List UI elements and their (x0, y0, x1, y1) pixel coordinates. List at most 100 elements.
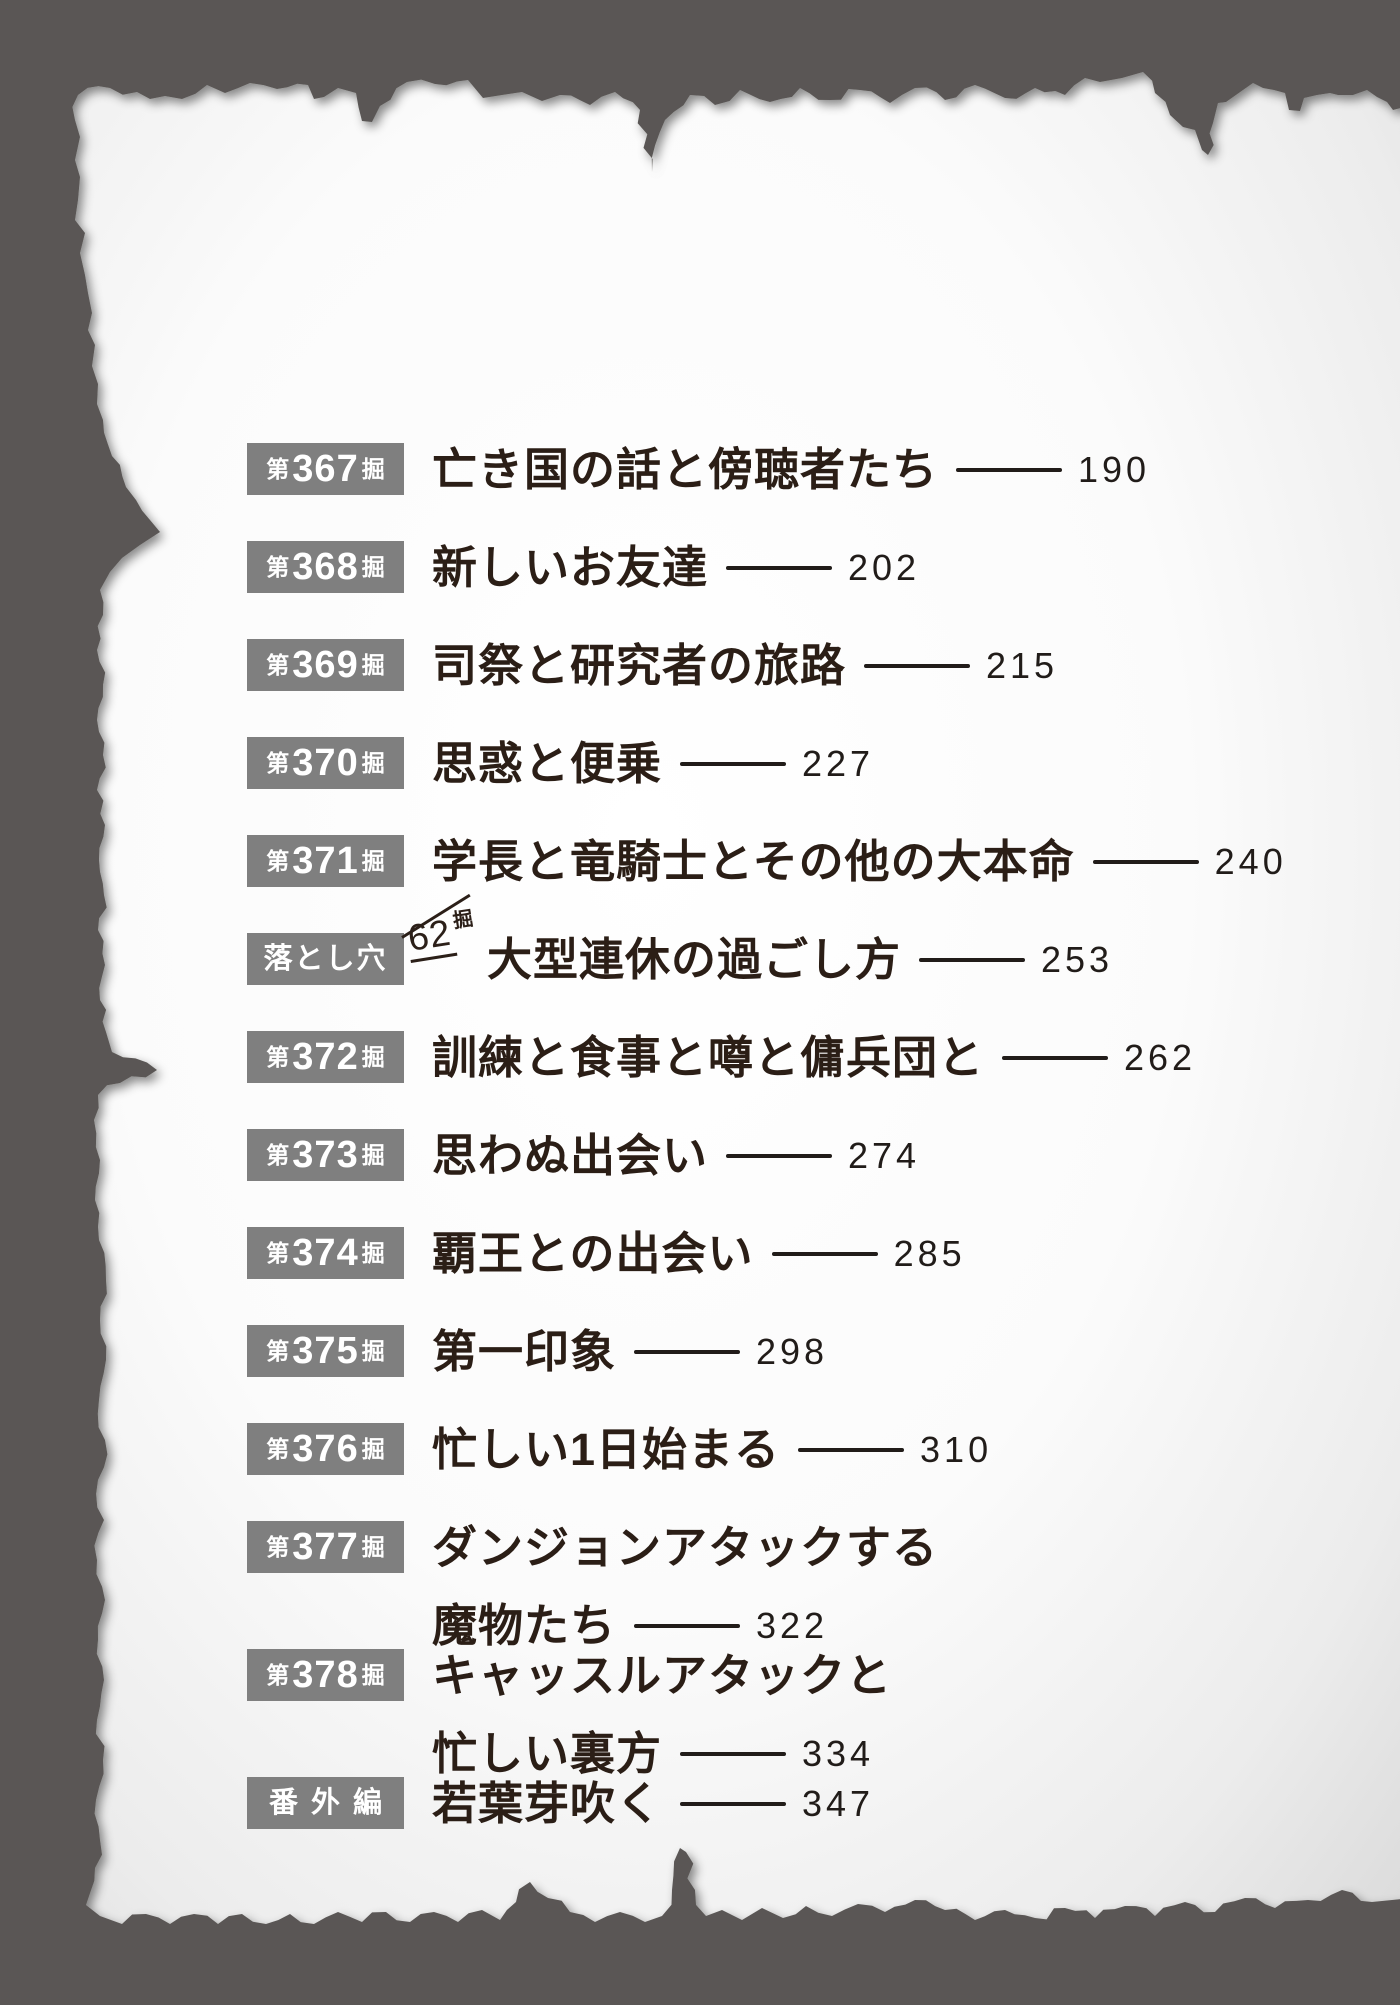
leader-line (680, 762, 787, 766)
badge-prefix: 第 (266, 1661, 290, 1688)
chapter-badge: 第 378 掘 (247, 1649, 404, 1701)
page-number: 347 (802, 1783, 875, 1824)
title-block: ダンジョンアタックする魔物たち 322 (432, 1521, 938, 1651)
chapter-badge: 第 374 掘 (247, 1227, 404, 1279)
toc-entry-376[interactable]: 第 376 掘 忙しい1日始まる 310 (0, 1423, 1400, 1475)
badge-suffix: 掘 (361, 1141, 385, 1168)
chapter-badge: 第 377 掘 (247, 1521, 404, 1573)
pitfall-count: 62掘 (404, 907, 478, 963)
leader-line (919, 958, 1026, 962)
title-block: 忙しい1日始まる 310 (432, 1423, 992, 1475)
badge-number: 375 (292, 1330, 359, 1372)
badge-prefix: 第 (266, 749, 290, 776)
page-number: 310 (920, 1429, 993, 1470)
pitfall-suffix: 掘 (451, 907, 475, 933)
page-number: 202 (848, 547, 921, 588)
badge-number: 368 (292, 546, 359, 588)
badge-number: 369 (292, 644, 359, 686)
badge-number: 367 (292, 448, 359, 490)
title-line: キャッスルアタックと (432, 1649, 892, 1701)
badge-label: 番外編 (268, 1786, 395, 1819)
chapter-title: 忙しい1日始まる (432, 1423, 781, 1475)
badge-number: 371 (292, 840, 359, 882)
leader-line (726, 566, 833, 570)
pitfall-number: 62 (404, 912, 458, 963)
badge-number: 378 (292, 1654, 359, 1696)
toc-entry-377[interactable]: 第 377 掘 ダンジョンアタックする魔物たち 322 (0, 1521, 1400, 1651)
leader-line (864, 664, 971, 668)
chapter-title: 亡き国の話と傍聴者たち (432, 443, 939, 495)
badge-number: 377 (292, 1526, 359, 1568)
chapter-title: キャッスルアタックと (432, 1649, 893, 1701)
badge-suffix: 掘 (361, 1533, 385, 1560)
chapter-badge: 第 376 掘 (247, 1423, 404, 1475)
badge-prefix: 第 (266, 1337, 290, 1364)
badge-suffix: 掘 (361, 651, 385, 678)
title-line: 魔物たち 322 (432, 1599, 938, 1651)
badge-number: 370 (292, 742, 359, 784)
badge-label: 落とし穴 (263, 942, 388, 975)
toc-entry-373[interactable]: 第 373 掘 思わぬ出会い 274 (0, 1129, 1400, 1181)
badge-suffix: 掘 (361, 1239, 385, 1266)
title-block: 思わぬ出会い 274 (432, 1129, 920, 1181)
chapter-badge: 第 370 掘 (247, 737, 404, 789)
badge-suffix: 掘 (361, 1435, 385, 1462)
chapter-title: 思わぬ出会い (432, 1129, 709, 1181)
page-number: 215 (986, 645, 1059, 686)
chapter-badge: 第 367 掘 (247, 443, 404, 495)
badge-suffix: 掘 (361, 847, 385, 874)
badge-number: 372 (292, 1036, 359, 1078)
pitfall-count-annotation: 62掘 (401, 893, 488, 985)
page-number: 240 (1214, 841, 1287, 882)
leader-line (680, 1802, 787, 1806)
badge-suffix: 掘 (361, 1043, 385, 1070)
chapter-title: 訓練と食事と噂と傭兵団と (432, 1031, 985, 1083)
chapter-title: 覇王との出会い (432, 1227, 754, 1279)
leader-line (798, 1448, 905, 1452)
badge-prefix: 第 (266, 651, 290, 678)
badge-suffix: 掘 (361, 455, 385, 482)
page-number: 274 (848, 1135, 921, 1176)
badge-prefix: 第 (266, 1435, 290, 1462)
leader-line (1002, 1056, 1109, 1060)
title-line: ダンジョンアタックする (432, 1521, 938, 1573)
leader-line (726, 1154, 833, 1158)
chapter-title: ダンジョンアタックする (432, 1521, 939, 1573)
chapter-badge: 第 373 掘 (247, 1129, 404, 1181)
leader-line (634, 1624, 741, 1628)
page-number: 322 (756, 1605, 829, 1646)
chapter-badge: 第 368 掘 (247, 541, 404, 593)
badge-suffix: 掘 (361, 749, 385, 776)
chapter-title: 魔物たち (432, 1599, 617, 1651)
badge-prefix: 第 (266, 1533, 290, 1560)
badge-prefix: 第 (266, 847, 290, 874)
